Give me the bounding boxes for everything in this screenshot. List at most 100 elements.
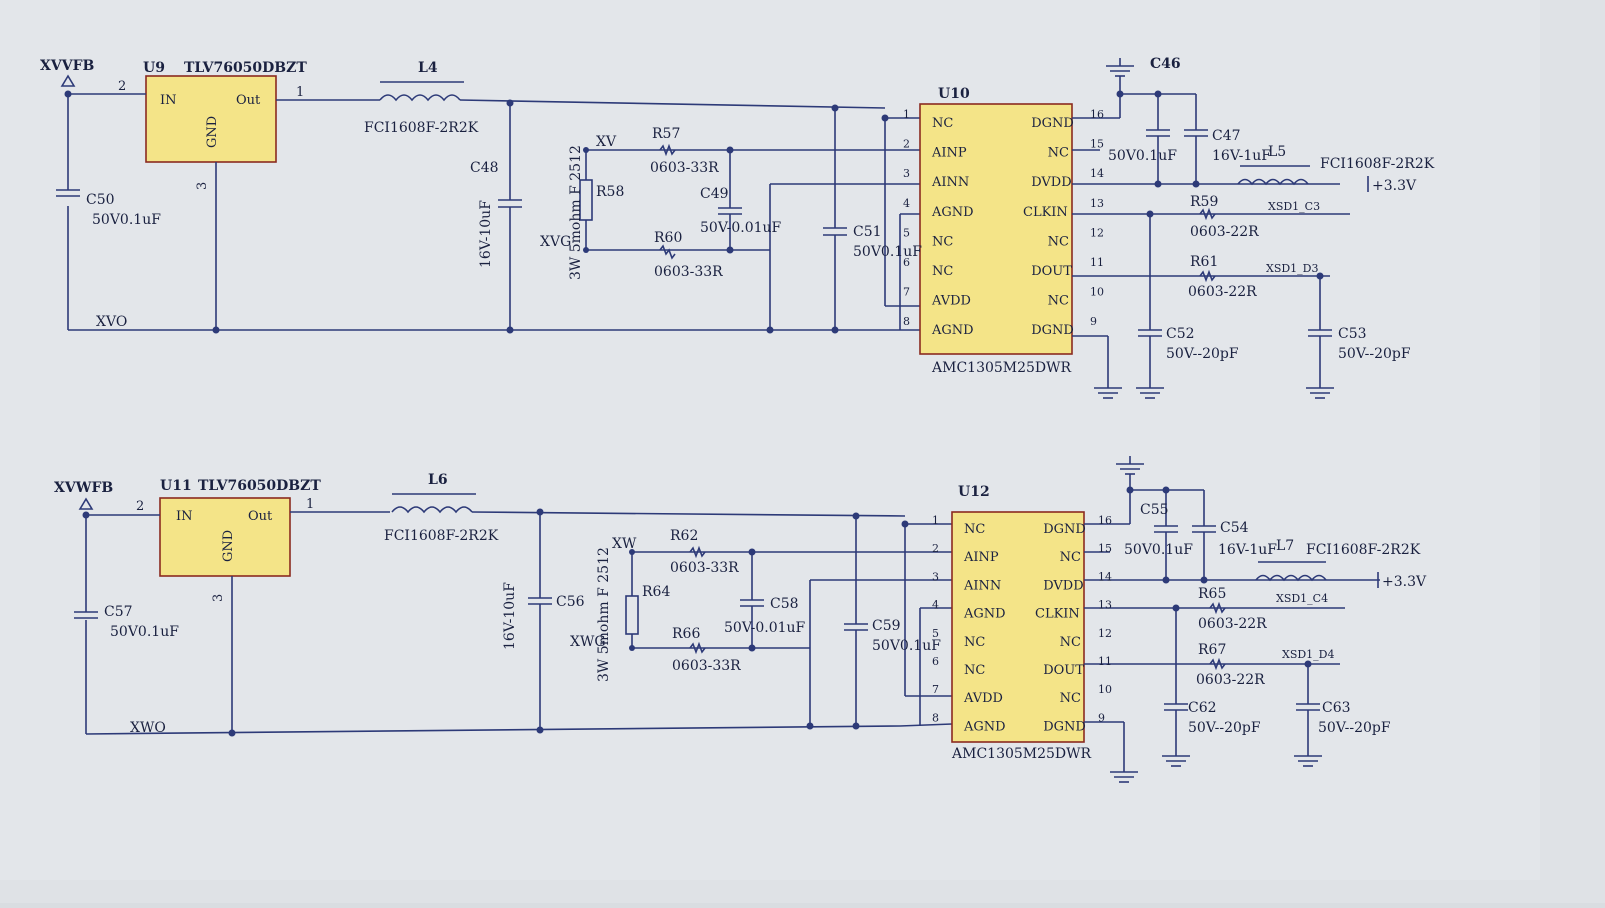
adc-body: [919, 103, 1073, 355]
adc-pin-name: DGND: [1031, 323, 1074, 338]
resistor-symbol: [1199, 207, 1216, 221]
net-label: XSD1_D4: [1282, 648, 1335, 661]
resistor-value: 0603-22R: [1198, 616, 1267, 632]
adc-pin-number: 4: [932, 599, 939, 612]
adc-pin-number: 9: [1098, 711, 1105, 724]
adc-pin-name: CLKIN: [1023, 205, 1068, 220]
regulator-pin-num: 1: [306, 497, 314, 512]
resistor-ref: R60: [654, 230, 682, 246]
ground-symbol: [1094, 387, 1122, 399]
regulator-pin-in: IN: [160, 93, 177, 108]
adc-part: AMC1305M25DWR: [951, 746, 1092, 762]
supply-label: +3.3V: [1372, 178, 1417, 194]
cap-value: 50V0.1uF: [872, 638, 941, 654]
resistor-symbol: [659, 244, 676, 260]
adc-ref: U12: [958, 484, 990, 500]
adc-pin-name: DVDD: [1031, 175, 1071, 190]
adc-part: AMC1305M25DWR: [931, 360, 1072, 376]
regulator-ref: U11: [160, 478, 192, 494]
cap-value: 50V--20pF: [1188, 720, 1261, 736]
cap-value: 50V-0.01uF: [724, 620, 806, 636]
adc-pin-number: 11: [1098, 655, 1112, 668]
adc-pin-number: 12: [1098, 627, 1112, 640]
adc-pin-name: DGND: [1043, 719, 1086, 734]
adc-pin-number: 4: [903, 197, 910, 210]
cap-ref: C56: [556, 594, 585, 610]
resistor-ref: R66: [672, 626, 700, 642]
regulator-pin-out: Out: [248, 509, 273, 524]
ground-symbol: [1306, 387, 1334, 399]
regulator-pin-num: 2: [136, 499, 144, 514]
adc-pin-number: 12: [1090, 226, 1104, 239]
ground-symbol: [1116, 456, 1144, 475]
adc-pin-name: NC: [964, 522, 985, 537]
ground-symbol: [1136, 387, 1164, 399]
inductor-part: FCI1608F-2R2K: [1306, 542, 1421, 558]
cap-ref: C48: [470, 160, 499, 176]
adc-pin-number: 6: [932, 655, 939, 668]
cap-ref: C63: [1322, 700, 1351, 716]
resistor-ref: R58: [596, 184, 624, 200]
adc-pin-number: 3: [932, 570, 939, 583]
adc-pin-name: AGND: [931, 205, 974, 220]
regulator-pin-num: 2: [118, 79, 126, 94]
adc-pin-number: 16: [1090, 108, 1104, 121]
input-port-label: XVWFB: [54, 480, 113, 496]
adc-pin-name: AINN: [963, 578, 1001, 593]
cap-ref: C49: [700, 186, 729, 202]
adc-pin-number: 5: [903, 226, 910, 239]
adc-pin-number: 15: [1090, 138, 1104, 151]
resistor-value: 0603-22R: [1188, 284, 1257, 300]
cap-value: 16V-1uF: [1212, 148, 1271, 164]
inductor-part: FCI1608F-2R2K: [364, 120, 479, 136]
resistor-value: 0603-22R: [1190, 224, 1259, 240]
top-labels: XVVFB U9 TLV76050DBZT IN Out GND 2 1 3 L…: [40, 56, 1435, 376]
adc-pin-number: 13: [1090, 197, 1104, 210]
resistor-value: 0603-33R: [670, 560, 739, 576]
adc-pin-name: AINN: [931, 175, 969, 190]
adc-pin-name: DGND: [1043, 522, 1086, 537]
adc-pin-name: NC: [964, 663, 985, 678]
adc-pin-number: 16: [1098, 514, 1112, 527]
adc-pin-number: 1: [932, 514, 939, 527]
resistor-symbol: [689, 641, 706, 655]
capacitor-symbol: [74, 611, 98, 619]
net-label: XWG: [570, 634, 606, 650]
cap-value: 50V--20pF: [1318, 720, 1391, 736]
regulator-pin-num: 3: [211, 594, 226, 602]
resistor-value: 3W 5mohm F 2512: [568, 145, 584, 280]
bottom-channel: [74, 456, 1380, 783]
inductor-symbol: [391, 493, 476, 514]
adc-pin-number: 10: [1090, 286, 1104, 299]
adc-pin-number: 13: [1098, 599, 1112, 612]
inductor-ref: L5: [1268, 144, 1286, 160]
net-label: XSD1_C3: [1268, 200, 1320, 213]
cap-value: 16V-10uF: [502, 582, 518, 650]
adc-pin-name: AVDD: [931, 294, 971, 309]
inductor-symbol: [379, 81, 464, 102]
cap-value: 50V0.1uF: [92, 212, 161, 228]
cap-ref: C57: [104, 604, 133, 620]
net-label: XVO: [96, 314, 127, 330]
regulator-pin-num: 1: [296, 85, 304, 100]
net-label: XWO: [130, 720, 166, 736]
regulator-part: TLV76050DBZT: [198, 478, 321, 494]
resistor-value: 0603-33R: [650, 160, 719, 176]
regulator-body: [159, 497, 291, 577]
adc-pin-name: DGND: [1031, 116, 1074, 131]
input-port-label: XVVFB: [40, 58, 95, 74]
adc-pin-number: 7: [932, 683, 939, 696]
adc-pin-name: NC: [932, 234, 953, 249]
adc-pin-labels: NC1AINP2AINN3AGND4NC5NC6AVDD7AGND8DGND16…: [903, 108, 1104, 338]
adc-pin-name: DVDD: [1043, 578, 1083, 593]
adc-pin-name: NC: [964, 635, 985, 650]
adc-pin-number: 10: [1098, 683, 1112, 696]
adc-pin-number: 2: [932, 542, 939, 555]
adc-pin-number: 9: [1090, 315, 1097, 328]
cap-ref: C62: [1188, 700, 1217, 716]
adc-pin-name: NC: [1048, 234, 1069, 249]
cap-ref: C52: [1166, 326, 1195, 342]
resistor-symbol: [1209, 657, 1226, 671]
adc-pin-name: NC: [1060, 635, 1081, 650]
